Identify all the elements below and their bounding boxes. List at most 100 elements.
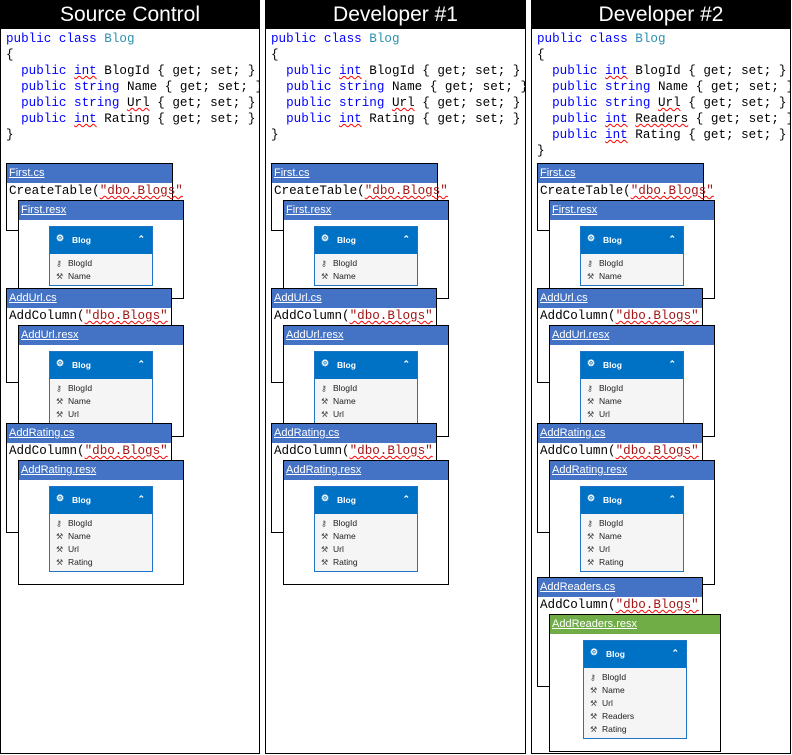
keyword: public xyxy=(286,112,332,126)
key-icon: ⚷ xyxy=(56,259,62,268)
entity-property: ⚷BlogId xyxy=(581,382,683,395)
entity-property: ⚒Url xyxy=(581,543,683,556)
cs-file-title[interactable]: AddRating.cs xyxy=(7,424,171,443)
cs-file-title[interactable]: AddRating.cs xyxy=(538,424,702,443)
property-label: BlogId xyxy=(599,383,624,393)
entity-properties: ⚷BlogId⚒Name⚒Url xyxy=(50,379,152,421)
entity-properties: ⚷BlogId⚒Name xyxy=(581,254,683,283)
property-label: Name xyxy=(68,271,91,281)
entity-header: ⚙Blog⌃ xyxy=(315,352,417,379)
column-header: Developer #1 xyxy=(266,1,525,29)
resx-file-title[interactable]: First.resx xyxy=(19,201,183,220)
resx-file-title[interactable]: AddUrl.resx xyxy=(550,326,714,345)
cs-file-title[interactable]: AddReaders.cs xyxy=(538,578,702,597)
entity-property: ⚒Name xyxy=(581,270,683,283)
accessors: { get; set; } xyxy=(157,96,256,110)
property-line: public string Url { get; set; } xyxy=(537,95,790,111)
type-keyword: int xyxy=(605,128,628,142)
keyword: public xyxy=(286,64,332,78)
class-name: Blog xyxy=(104,32,135,46)
wrench-icon: ⚒ xyxy=(590,712,598,721)
chevron-up-icon[interactable]: ⌃ xyxy=(671,648,679,658)
class-code: public class Blog{ public int BlogId { g… xyxy=(537,31,791,159)
resx-file-title[interactable]: AddReaders.resx xyxy=(550,615,720,634)
wrench-icon: ⚒ xyxy=(56,545,64,554)
method-call: CreateTable( xyxy=(274,184,365,198)
accessors: { get; set; } xyxy=(695,112,791,126)
cs-file-title[interactable]: AddUrl.cs xyxy=(272,289,436,308)
cs-file-title[interactable]: First.cs xyxy=(538,164,703,183)
entity-header: ⚙Blog⌃ xyxy=(315,487,417,514)
cs-file-code: CreateTable("dbo.Blogs" xyxy=(272,183,448,199)
property-name: Readers xyxy=(635,112,689,126)
accessors: { get; set; } xyxy=(157,64,256,78)
resx-file-title[interactable]: AddRating.resx xyxy=(19,461,183,480)
chevron-up-icon[interactable]: ⌃ xyxy=(137,359,145,369)
chevron-up-icon[interactable]: ⌃ xyxy=(137,234,145,244)
brace: } xyxy=(537,144,545,158)
entity-title: Blog xyxy=(72,360,91,370)
entity-properties: ⚷BlogId⚒Name⚒Url xyxy=(581,379,683,421)
property-name: Url xyxy=(657,96,681,110)
method-call: CreateTable( xyxy=(540,184,631,198)
chevron-up-icon[interactable]: ⌃ xyxy=(668,494,676,504)
property-name: Rating xyxy=(635,128,681,142)
chevron-up-icon[interactable]: ⌃ xyxy=(402,494,410,504)
cs-file-title[interactable]: AddUrl.cs xyxy=(538,289,702,308)
resx-file-title[interactable]: AddRating.resx xyxy=(284,461,448,480)
cs-file-code: AddColumn("dbo.Blogs" xyxy=(7,308,171,324)
property-label: Readers xyxy=(602,711,635,721)
entity-title: Blog xyxy=(72,235,91,245)
property-name: BlogId xyxy=(104,64,150,78)
type-keyword: string xyxy=(74,80,120,94)
resx-file-title[interactable]: AddUrl.resx xyxy=(284,326,448,345)
chevron-up-icon[interactable]: ⌃ xyxy=(668,359,676,369)
method-call: AddColumn( xyxy=(274,444,350,458)
wrench-icon: ⚒ xyxy=(56,532,64,541)
entity-property: ⚒Name xyxy=(50,395,152,408)
wrench-icon: ⚒ xyxy=(56,397,64,406)
accessors: { get; set; } xyxy=(429,80,526,94)
chevron-up-icon[interactable]: ⌃ xyxy=(668,234,676,244)
cs-file-title[interactable]: First.cs xyxy=(7,164,172,183)
chevron-up-icon[interactable]: ⌃ xyxy=(402,234,410,244)
type-keyword: string xyxy=(605,80,651,94)
class-name: Blog xyxy=(369,32,400,46)
property-label: Url xyxy=(68,544,79,554)
entity-property: ⚒ Readers xyxy=(584,710,686,723)
accessors: { get; set; } xyxy=(422,96,521,110)
type-keyword: string xyxy=(605,96,651,110)
entity-shape: ⚙Blog⌃⚷BlogId⚒Name xyxy=(580,226,684,286)
entity-icon: ⚙ xyxy=(587,233,596,243)
entity-title: Blog xyxy=(337,235,356,245)
type-keyword: string xyxy=(339,80,385,94)
property-line: public string Name { get; set; } xyxy=(271,79,526,95)
brace: } xyxy=(6,128,14,142)
property-name: Url xyxy=(126,96,150,110)
resx-file-title[interactable]: AddRating.resx xyxy=(550,461,714,480)
chevron-up-icon[interactable]: ⌃ xyxy=(137,494,145,504)
cs-file-title[interactable]: First.cs xyxy=(272,164,437,183)
entity-shape: ⚙Blog⌃⚷BlogId⚒Name⚒Url⚒Rating xyxy=(580,486,684,572)
property-label: BlogId xyxy=(599,518,624,528)
keyword: public xyxy=(552,64,598,78)
cs-file-title[interactable]: AddUrl.cs xyxy=(7,289,171,308)
keyword: public xyxy=(21,112,67,126)
chevron-up-icon[interactable]: ⌃ xyxy=(402,359,410,369)
resx-file-title[interactable]: First.resx xyxy=(284,201,448,220)
cs-file-title[interactable]: AddRating.cs xyxy=(272,424,436,443)
resx-file-window: AddReaders.resx⚙Blog⌃⚷BlogId⚒Name⚒Url⚒Re… xyxy=(549,614,721,752)
entity-property: ⚒ Url xyxy=(50,543,152,556)
key-icon: ⚷ xyxy=(587,259,593,268)
entity-properties: ⚷BlogId⚒Name⚒Url⚒Rating xyxy=(315,514,417,569)
resx-file-title[interactable]: AddUrl.resx xyxy=(19,326,183,345)
entity-shape: ⚙Blog⌃⚷BlogId⚒Name⚒Url⚒Readers⚒Rating xyxy=(583,640,687,739)
property-label: Rating xyxy=(333,557,358,567)
table-name-string: "dbo.Blogs" xyxy=(349,444,433,458)
wrench-icon: ⚒ xyxy=(56,558,64,567)
cs-file-code: CreateTable("dbo.Blogs" xyxy=(7,183,183,199)
resx-file-title[interactable]: First.resx xyxy=(550,201,714,220)
table-name-string: "dbo.Blogs" xyxy=(630,184,714,198)
property-line: public int Rating { get; set; } xyxy=(537,127,790,143)
property-line: public int Rating { get; set; } xyxy=(6,111,259,127)
